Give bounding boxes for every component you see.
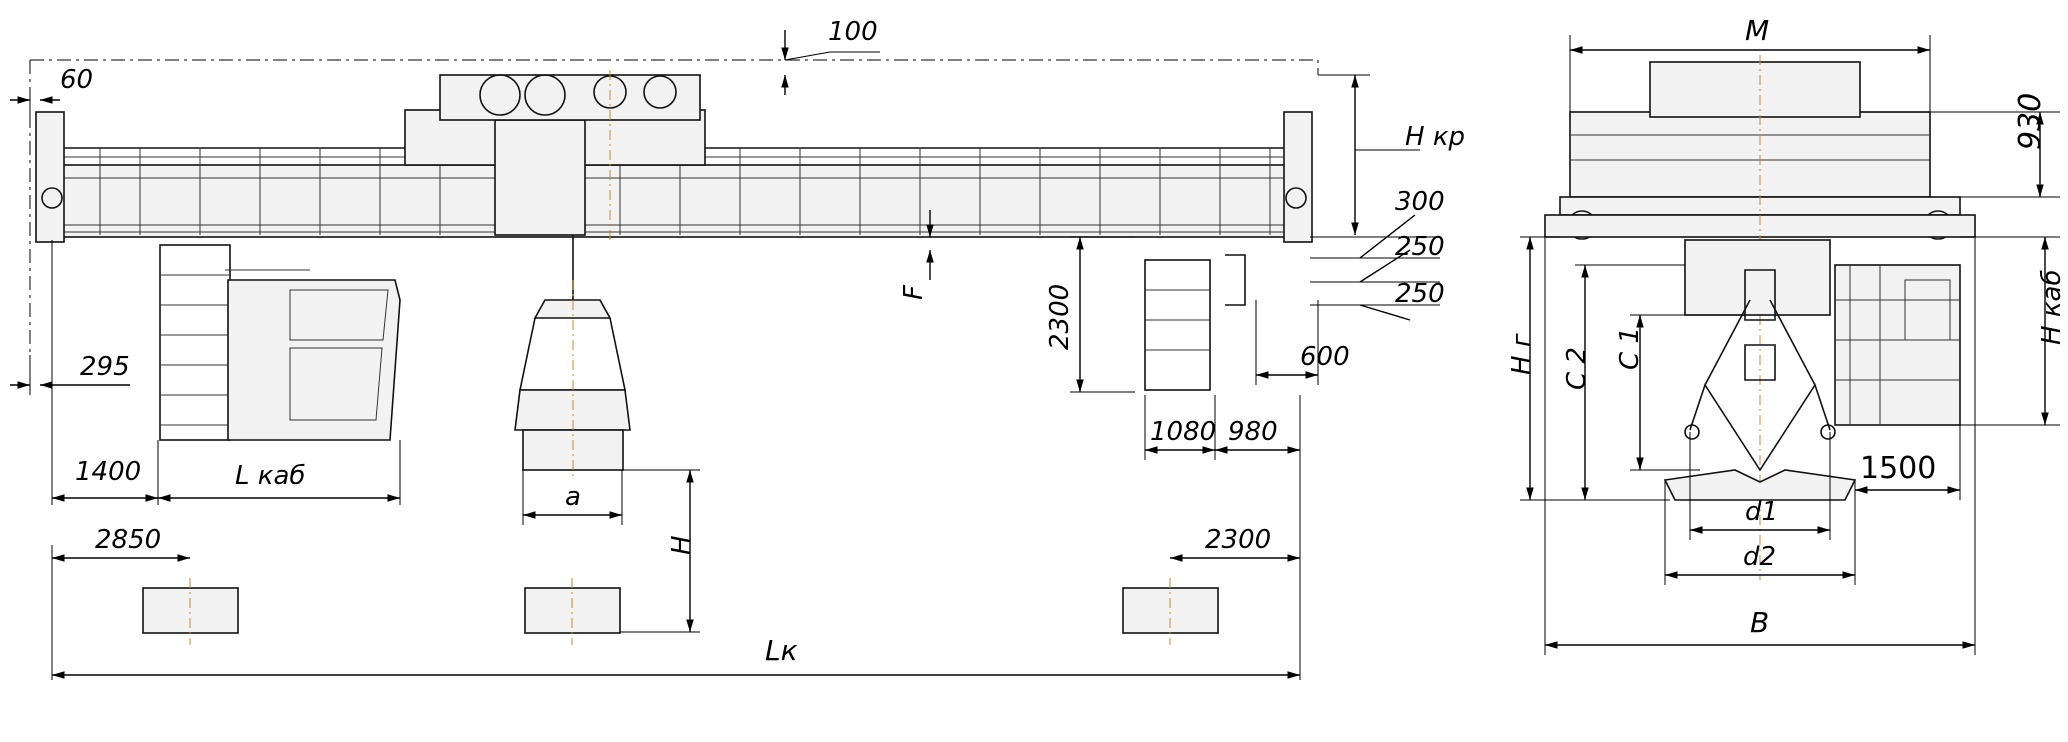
dim-lkab: L каб <box>235 461 305 491</box>
dim-300: 300 <box>1395 187 1445 217</box>
dim-f: F <box>899 284 929 300</box>
dim-b: B <box>1750 606 1769 639</box>
dim-a: a <box>565 482 581 512</box>
dim-2850: 2850 <box>95 525 161 555</box>
dim-hkr: H кр <box>1405 122 1465 152</box>
side-view: M 930 H г C 2 C 1 H каб 1500 d <box>1507 14 2067 655</box>
dim-1400: 1400 <box>75 457 141 487</box>
dim-2300-vertical: 2300 <box>1045 284 1075 350</box>
dim-60: 60 <box>60 65 93 95</box>
front-view: 100 60 H кр 300 250 250 F 2300 <box>10 17 1465 680</box>
dim-hkab: H каб <box>2037 270 2067 346</box>
dim-295: 295 <box>80 352 130 382</box>
dim-c2: C 2 <box>1562 347 1592 390</box>
dim-600: 600 <box>1300 342 1350 372</box>
dim-hg: H г <box>1507 333 1537 375</box>
dim-980: 980 <box>1228 417 1278 447</box>
dim-d1: d1 <box>1745 497 1778 527</box>
dim-h: H <box>667 535 697 555</box>
dim-2300-horizontal: 2300 <box>1205 525 1271 555</box>
dim-m: M <box>1745 14 1769 47</box>
dim-lk: Lк <box>765 634 798 667</box>
dim-250-upper: 250 <box>1395 232 1445 262</box>
dim-1500: 1500 <box>1860 451 1936 486</box>
dim-100: 100 <box>828 17 878 47</box>
dim-d2: d2 <box>1743 542 1776 572</box>
dim-250-lower: 250 <box>1395 279 1445 309</box>
dim-c1: C 1 <box>1615 327 1645 370</box>
dim-1080: 1080 <box>1150 417 1216 447</box>
dim-930: 930 <box>2013 93 2048 150</box>
